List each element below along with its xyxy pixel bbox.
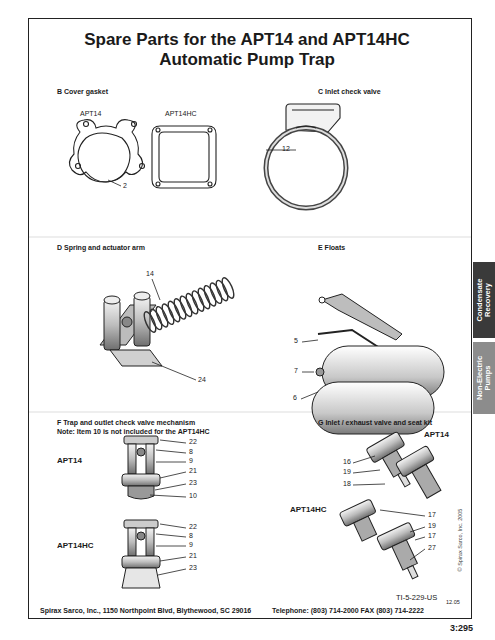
page-title: Spare Parts for the APT14 and APT14HC Au… xyxy=(67,30,427,70)
spring-turn xyxy=(220,276,236,299)
cover-gasket-apt14 xyxy=(69,120,144,182)
callout-number: 14 xyxy=(146,270,154,278)
callout-number: 9 xyxy=(189,541,193,549)
tab-text: Condensate Recovery xyxy=(476,266,493,334)
callout-number: 9 xyxy=(189,457,193,465)
cover-gasket-apt14hc xyxy=(152,126,216,188)
section-divider xyxy=(29,237,471,238)
callout-number: 27 xyxy=(428,544,436,552)
section-heading: B Cover gasket xyxy=(57,88,108,96)
model-label: APT14 xyxy=(424,430,449,439)
callout-number: 19 xyxy=(343,468,351,476)
leader-lines xyxy=(156,524,186,575)
callout-number: 2 xyxy=(123,182,127,190)
leader-line xyxy=(152,279,160,300)
callout-number: 22 xyxy=(189,523,197,531)
section-heading: F Trap and outlet check valve mechanism xyxy=(57,419,195,427)
model-label: APT14HC xyxy=(290,505,326,514)
footer-address: Spirax Sarco, Inc., 1150 Northpoint Blvd… xyxy=(40,607,251,615)
copyright-note: © Spirax Sarco, Inc. 2005 xyxy=(457,509,463,572)
callout-number: 24 xyxy=(198,376,206,384)
tab-text: Non-Electric Pumps xyxy=(476,346,493,410)
callout-number: 22 xyxy=(189,438,197,446)
leader-line xyxy=(302,372,314,373)
callout-number: 8 xyxy=(189,448,193,456)
section-heading: D Spring and actuator arm xyxy=(57,244,145,252)
valve-kit-apt14hc xyxy=(339,499,431,585)
model-label: APT14 xyxy=(80,110,101,118)
spring-coil xyxy=(142,276,236,333)
floats xyxy=(312,294,444,434)
callout-number: 16 xyxy=(343,458,351,466)
actuator-arm xyxy=(100,292,162,366)
callout-number: 21 xyxy=(189,467,197,475)
footer-phone: Telephone: (803) 714-2000 FAX (803) 714-… xyxy=(272,607,424,615)
callout-number: 23 xyxy=(189,564,197,572)
callout-number: 12 xyxy=(282,145,290,153)
leader-line xyxy=(108,180,121,186)
date-code: 12.05 xyxy=(446,599,460,605)
leader-lines xyxy=(380,510,425,560)
callout-number: 18 xyxy=(343,480,351,488)
section-heading: C Inlet check valve xyxy=(318,88,381,96)
section-heading: E Floats xyxy=(318,244,345,252)
leader-line xyxy=(152,362,196,380)
section-tab: Non-Electric Pumps xyxy=(473,342,495,414)
callout-number: 19 xyxy=(428,522,436,530)
callout-number: 23 xyxy=(189,479,197,487)
valve-kit-apt14 xyxy=(366,431,450,503)
page-number: 3:295 xyxy=(450,623,473,633)
note-text: Note: Item 10 is not included for the AP… xyxy=(57,428,210,436)
leader-lines xyxy=(353,456,385,485)
callout-number: 17 xyxy=(428,511,436,519)
callout-number: 8 xyxy=(189,532,193,540)
page-frame xyxy=(29,19,472,619)
trap-mechanism-apt14 xyxy=(122,436,160,499)
callout-number: 5 xyxy=(294,337,298,345)
leader-line xyxy=(301,392,318,399)
callout-number: 17 xyxy=(428,532,436,540)
inlet-check-valve xyxy=(266,104,346,208)
model-label: APT14 xyxy=(57,456,82,465)
model-label: APT14HC xyxy=(165,110,197,118)
model-label: APT14HC xyxy=(57,541,93,550)
section-heading: G Inlet / exhaust valve and seat kit xyxy=(318,419,432,427)
callout-number: 21 xyxy=(189,552,197,560)
callout-number: 6 xyxy=(293,394,297,402)
callout-number: 7 xyxy=(294,367,298,375)
section-tab: Condensate Recovery xyxy=(473,262,495,338)
leader-lines xyxy=(150,440,186,497)
leader-line xyxy=(266,150,296,151)
callout-number: 10 xyxy=(189,492,197,500)
leader-line xyxy=(302,340,318,342)
trap-mechanism-apt14hc xyxy=(122,520,160,588)
document-number: TI-5-229-US xyxy=(396,594,437,603)
